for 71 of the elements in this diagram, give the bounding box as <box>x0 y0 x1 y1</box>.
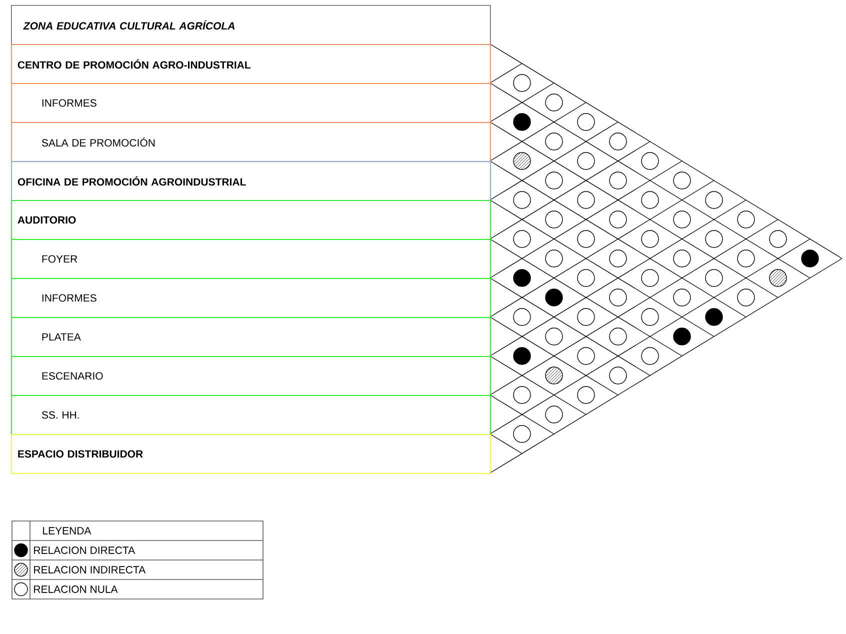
room-row: PLATEA <box>11 317 491 357</box>
open-circle <box>641 347 659 365</box>
open-circle <box>641 308 659 326</box>
room-row: SALA DE PROMOCIÓN <box>11 122 491 162</box>
legend-text: RELACION NULA <box>34 586 118 593</box>
open-circle <box>609 366 627 384</box>
hatched-circle <box>513 152 531 170</box>
legend-text: RELACION DIRECTA <box>34 546 136 554</box>
open-circle <box>705 230 723 248</box>
filled-circle <box>545 288 563 306</box>
open-circle <box>577 113 595 131</box>
room-row: AUDITORIO <box>11 200 491 240</box>
open-circle <box>641 152 659 170</box>
room-row: SS. HH. <box>11 395 491 435</box>
open-circle <box>577 386 595 404</box>
open-circle <box>737 250 755 268</box>
open-circle <box>609 328 627 346</box>
legend-heading: LEYENDA <box>43 527 92 534</box>
open-circle <box>737 288 755 306</box>
open-circle <box>641 191 659 209</box>
open-circle <box>513 191 531 209</box>
filled-circle <box>705 308 723 326</box>
open-circle <box>609 172 627 190</box>
open-circle <box>513 425 531 443</box>
room-row: OFICINA DE PROMOCIÓN AGROINDUSTRIAL <box>11 161 491 201</box>
legend-text: RELACION INDIRECTA <box>34 566 146 574</box>
open-circle <box>705 269 723 287</box>
open-circle <box>641 230 659 248</box>
filled-circle <box>513 347 531 365</box>
open-circle <box>513 386 531 404</box>
room-row: INFORMES <box>11 83 491 123</box>
room-row: CENTRO DE PROMOCIÓN AGRO-INDUSTRIAL <box>11 44 491 84</box>
open-circle <box>577 308 595 326</box>
open-circle <box>673 288 691 306</box>
open-circle <box>545 132 563 150</box>
open-circle <box>609 250 627 268</box>
open-circle <box>673 210 691 228</box>
open-circle <box>545 172 563 190</box>
room-row: ESPACIO DISTRIBUIDOR <box>11 434 491 474</box>
open-circle <box>545 210 563 228</box>
open-circle <box>545 406 563 424</box>
title-box: ZONA EDUCATIVA CULTURAL AGRÍCOLA <box>11 5 491 45</box>
open-circle <box>513 308 531 326</box>
open-circle <box>513 74 531 92</box>
room-row: INFORMES <box>11 278 491 318</box>
open-circle <box>545 94 563 112</box>
open-circle <box>577 347 595 365</box>
filled-circle <box>673 328 691 346</box>
open-circle <box>577 230 595 248</box>
open-circle <box>641 269 659 287</box>
open-circle <box>513 230 531 248</box>
open-circle <box>609 132 627 150</box>
open-circle <box>609 210 627 228</box>
hatched-circle <box>545 366 563 384</box>
open-circle <box>673 172 691 190</box>
open-circle <box>577 269 595 287</box>
open-circle <box>577 191 595 209</box>
filled-circle <box>801 250 819 268</box>
open-circle <box>545 250 563 268</box>
filled-circle <box>513 269 531 287</box>
hatched-circle <box>769 269 787 287</box>
open-circle <box>577 152 595 170</box>
open-circle <box>769 230 787 248</box>
open-circle <box>737 210 755 228</box>
filled-circle <box>513 113 531 131</box>
room-row: ESCENARIO <box>11 356 491 396</box>
open-circle <box>545 328 563 346</box>
open-circle <box>609 288 627 306</box>
room-row: FOYER <box>11 239 491 279</box>
open-circle <box>673 250 691 268</box>
open-circle <box>705 191 723 209</box>
